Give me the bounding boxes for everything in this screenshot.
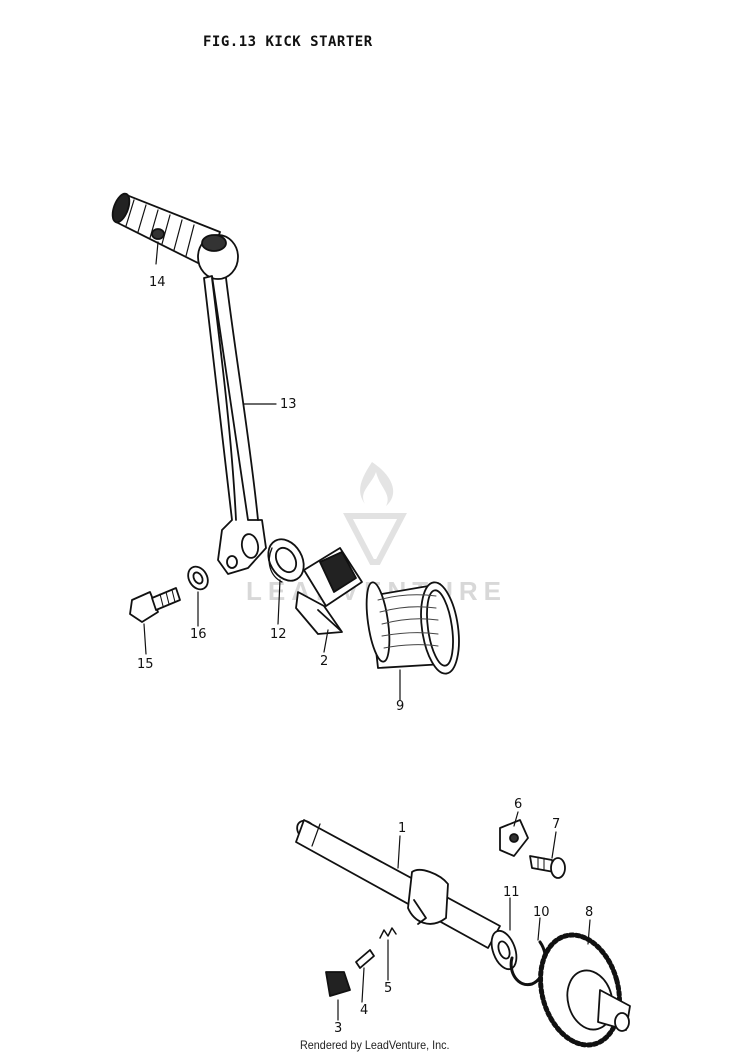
callout-14: 14 — [149, 275, 166, 290]
leader-lines — [143, 241, 591, 1021]
part-15-bolt — [129, 587, 181, 623]
part-1-kick-starter-shaft — [295, 819, 501, 949]
part-13-kick-lever-arm — [197, 234, 267, 575]
callout-4: 4 — [360, 1003, 369, 1018]
part-6-stopper-plate — [499, 819, 529, 857]
callout-10: 10 — [533, 905, 550, 920]
part-5-spring — [379, 927, 397, 939]
part-7-screw — [529, 855, 566, 879]
part-9-kick-starter-drum — [365, 581, 460, 675]
callout-6: 6 — [514, 797, 523, 812]
footer-credit: Rendered by LeadVenture, Inc. — [300, 1038, 450, 1052]
part-4-pin — [355, 949, 375, 969]
figure-title: FIG.13 KICK STARTER — [203, 34, 373, 50]
callout-16: 16 — [190, 627, 207, 642]
part-3-pawl — [325, 971, 351, 997]
callout-8: 8 — [585, 905, 594, 920]
callout-11: 11 — [503, 885, 520, 900]
callout-2: 2 — [320, 654, 329, 669]
part-2-spring-guide — [295, 547, 363, 635]
callout-12: 12 — [270, 627, 287, 642]
callout-9: 9 — [396, 699, 405, 714]
callout-1: 1 — [398, 821, 407, 836]
part-8-kick-starter-gear — [538, 932, 631, 1048]
part-16-washer — [187, 565, 209, 591]
callout-13: 13 — [280, 397, 297, 412]
callout-15: 15 — [137, 657, 154, 672]
callout-5: 5 — [384, 981, 393, 996]
part-14-kick-grip — [111, 192, 221, 269]
part-12-oil-seal — [267, 538, 305, 583]
callout-3: 3 — [334, 1021, 343, 1036]
callout-7: 7 — [552, 817, 561, 832]
